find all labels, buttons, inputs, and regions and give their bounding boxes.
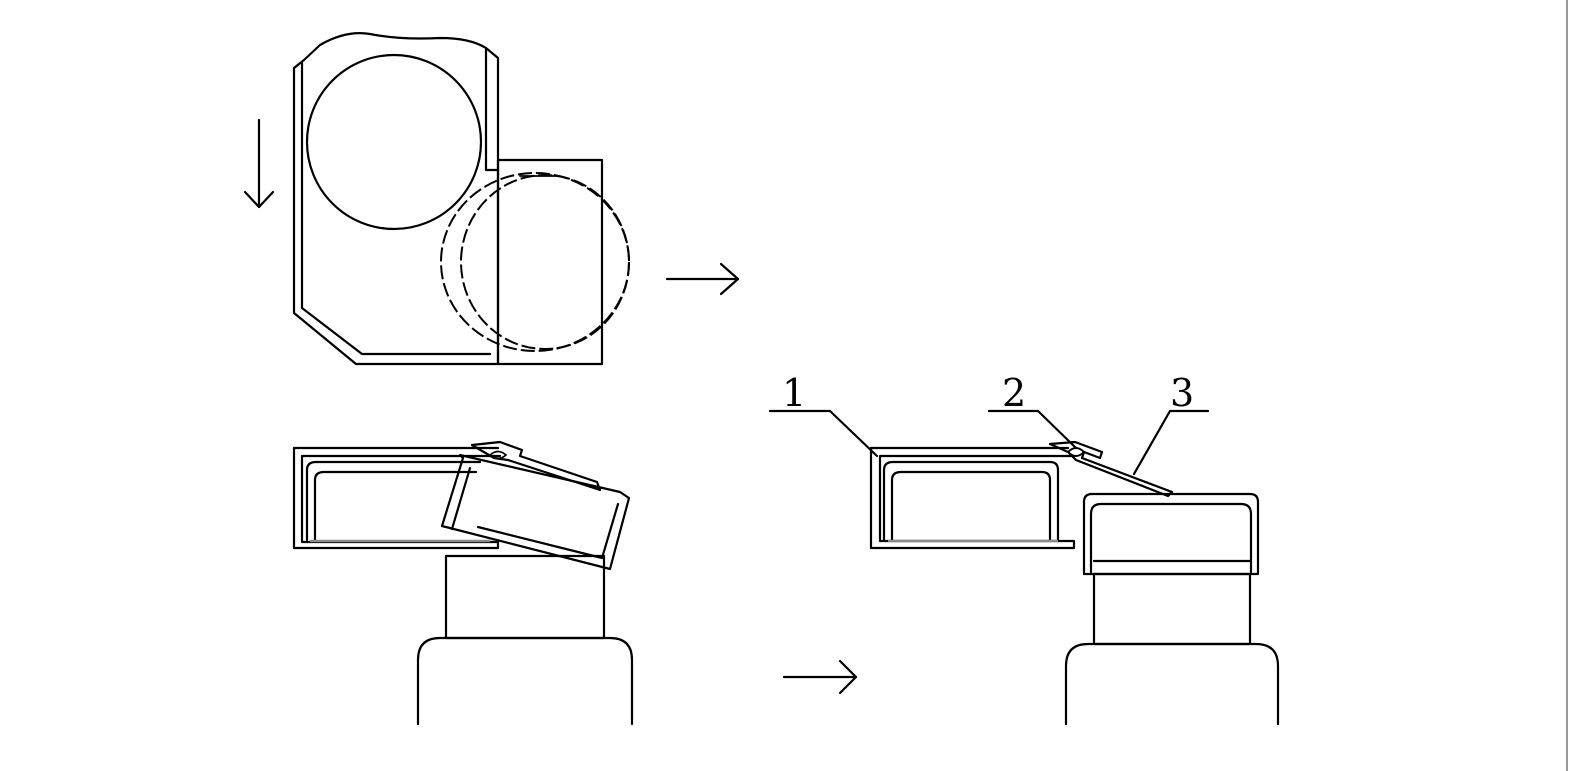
right-arrow-icon-bottom bbox=[782, 659, 858, 695]
top-view-hinge-notch bbox=[484, 46, 500, 172]
label-part-2: 2 bbox=[1002, 371, 1026, 415]
right-arrow-icon-top bbox=[665, 262, 740, 296]
label-leaders bbox=[768, 409, 1210, 476]
bottle-body-left bbox=[416, 636, 634, 726]
left-lid-outer bbox=[292, 446, 502, 550]
leader-3 bbox=[1132, 409, 1210, 476]
bottom-right-assembly bbox=[869, 440, 1280, 726]
page-edge-rule bbox=[1566, 0, 1568, 771]
left-lid-inner bbox=[305, 460, 482, 542]
top-view-inner-outline bbox=[300, 61, 492, 356]
bottle-neck-right bbox=[1092, 572, 1252, 646]
bottle-body-right bbox=[1064, 642, 1280, 726]
down-arrow-icon bbox=[243, 118, 275, 209]
upper-circle bbox=[305, 53, 483, 231]
top-view-assembly bbox=[292, 32, 630, 366]
label-part-1: 1 bbox=[782, 371, 806, 415]
top-view-outer-outline bbox=[292, 32, 500, 366]
bottom-left-assembly bbox=[292, 440, 634, 726]
right-lid-inner bbox=[882, 460, 1060, 542]
right-hinge bbox=[1048, 440, 1174, 498]
dashed-circle-outer bbox=[440, 172, 630, 352]
label-part-3: 3 bbox=[1170, 371, 1194, 415]
dashed-circle-inner bbox=[460, 174, 630, 350]
side-panel bbox=[496, 158, 604, 366]
right-lid-outer bbox=[869, 446, 1076, 550]
bottle-neck-left bbox=[444, 554, 606, 640]
closed-cap bbox=[1082, 492, 1260, 576]
leader-2 bbox=[987, 409, 1078, 450]
leader-1 bbox=[768, 409, 879, 458]
tilted-cap-hinge bbox=[470, 440, 602, 492]
tilted-cap-outer bbox=[440, 453, 631, 571]
